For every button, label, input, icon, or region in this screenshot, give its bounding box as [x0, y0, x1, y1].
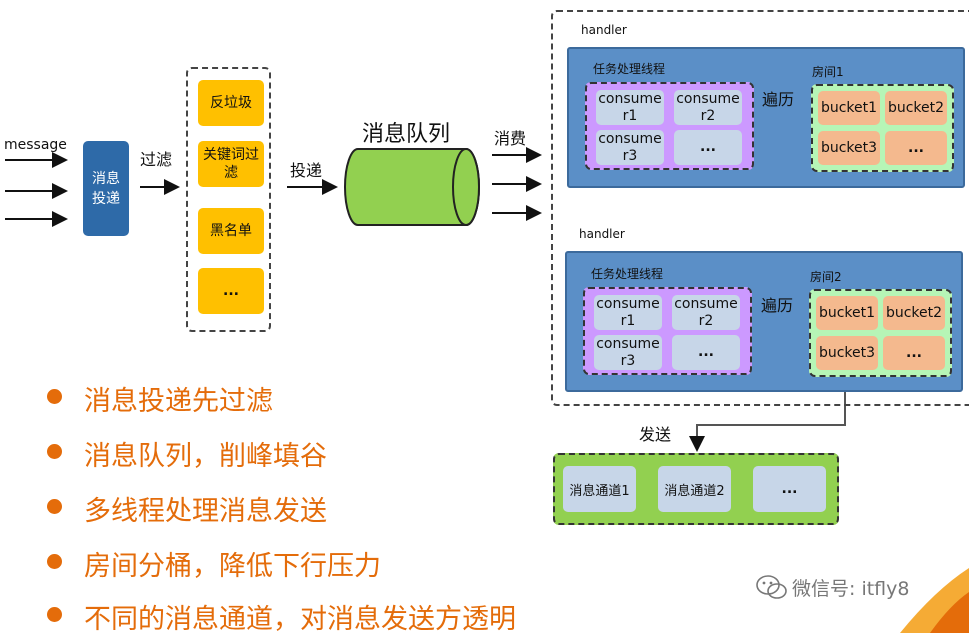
- wechat-icon: [756, 575, 787, 599]
- filter-group: [186, 67, 271, 332]
- bullet-dot: [47, 554, 62, 569]
- bucket-cell: bucket2: [883, 296, 945, 330]
- send-connector: [689, 368, 846, 452]
- consumer-cell: consume r1: [596, 90, 664, 125]
- consumer-cell: consume r1: [594, 295, 662, 330]
- channel-cell: 消息通道1: [563, 466, 636, 512]
- room-title: 房间1: [812, 65, 844, 79]
- send-label: 发送: [639, 425, 672, 444]
- bullet-text: 消息投递先过滤: [84, 386, 273, 417]
- bucket-cell: bucket3: [816, 336, 878, 370]
- thread-title: 任务处理线程: [593, 62, 666, 76]
- queue-title: 消息队列: [362, 122, 451, 147]
- consumer-cell: consume r3: [596, 130, 664, 165]
- bullet-text: 多线程处理消息发送: [84, 496, 327, 527]
- filter-label: 过滤: [140, 150, 173, 169]
- consumer-cell: consume r3: [594, 335, 662, 370]
- handlers-group: [551, 10, 969, 406]
- queue-cylinder: [344, 148, 480, 226]
- thread-title: 任务处理线程: [591, 267, 664, 281]
- consumer-cell: consume r2: [674, 90, 742, 125]
- traverse-label: 遍历: [761, 296, 794, 315]
- filter-more: ...: [198, 268, 264, 314]
- bullet-dot: [47, 444, 62, 459]
- bucket-cell: bucket1: [818, 91, 880, 125]
- bullet-text: 不同的消息通道，对消息发送方透明: [84, 604, 516, 635]
- traverse-label: 遍历: [762, 90, 795, 109]
- bullet-text: 消息队列，削峰填谷: [84, 441, 327, 472]
- handler-title: handler: [581, 23, 627, 37]
- bucket-more: ...: [885, 131, 947, 165]
- consumer-cell: consume r2: [672, 295, 740, 330]
- bullet-dot: [47, 607, 62, 622]
- watermark-text: 微信号: itfly8: [792, 578, 910, 600]
- consumer-more: ...: [672, 335, 740, 370]
- bucket-more: ...: [883, 336, 945, 370]
- filter-blacklist: 黑名单: [198, 208, 264, 254]
- deliver-label: 投递: [290, 161, 323, 180]
- delivery-box: 消息 投递: [83, 141, 129, 236]
- channel-cell: 消息通道2: [658, 466, 731, 512]
- filter-keyword: 关键词过 滤: [198, 141, 264, 187]
- bullet-text: 房间分桶，降低下行压力: [84, 551, 381, 582]
- message-label: message: [4, 137, 67, 153]
- handler-title: handler: [579, 227, 625, 241]
- bucket-cell: bucket3: [818, 131, 880, 165]
- bucket-cell: bucket2: [885, 91, 947, 125]
- room-title: 房间2: [810, 270, 842, 284]
- bucket-cell: bucket1: [816, 296, 878, 330]
- corner-decoration: [900, 568, 969, 633]
- bullet-dot: [47, 499, 62, 514]
- channel-more: ...: [753, 466, 826, 512]
- consumer-more: ...: [674, 130, 742, 165]
- filter-antispam: 反垃圾: [198, 80, 264, 126]
- consume-label: 消费: [494, 129, 527, 148]
- bullet-dot: [47, 389, 62, 404]
